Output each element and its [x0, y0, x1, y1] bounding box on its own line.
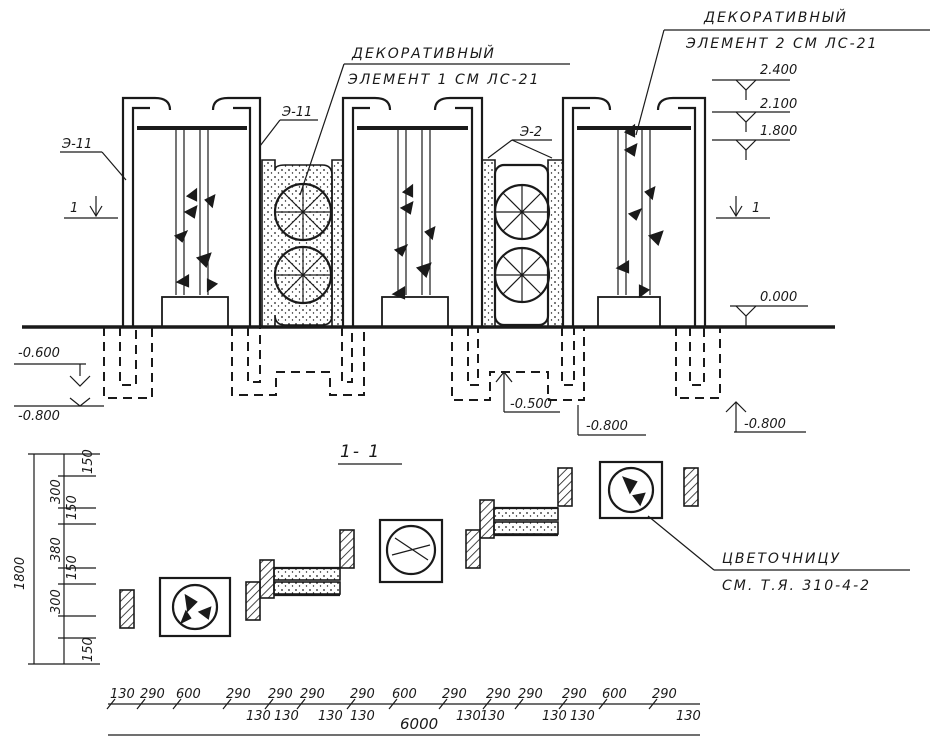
level-minus-0800-left: -0.800: [18, 409, 60, 424]
level-minus-0500: -0.500: [510, 397, 552, 412]
climbing-plants: [173, 123, 664, 300]
deco-element-1-title: ДЕКОРАТИВНЫЙ: [351, 44, 496, 62]
level-minus-0600: -0.600: [18, 346, 60, 361]
dim-total-height: 1800: [13, 557, 28, 590]
elevation-view: 2.400 2.100 1.800 0.000 -0.600 -0.800 -: [14, 8, 930, 436]
dim-h-380: 380: [49, 537, 64, 562]
dim-bot-0: 130: [246, 709, 271, 724]
dim-top-6: 290: [350, 687, 375, 702]
dim-top-1: 290: [140, 687, 165, 702]
dim-bot-2: 130: [318, 709, 343, 724]
dim-h-300-bot: 300: [49, 589, 64, 614]
pergola-frame-2: [341, 96, 484, 328]
level-0000: 0.000: [760, 290, 797, 305]
dim-top-13: 290: [652, 687, 677, 702]
dim-h-150-b: 150: [65, 555, 80, 580]
section-mark-right: 1: [752, 201, 760, 216]
level-marks: 2.400 2.100 1.800 0.000 -0.600 -0.800 -: [14, 63, 808, 436]
level-2100: 2.100: [760, 97, 797, 112]
dim-total-width: 6000: [400, 715, 438, 733]
dim-h-300-top: 300: [49, 479, 64, 504]
dim-h-150-a: 150: [65, 495, 80, 520]
dim-bot-1: 130: [274, 709, 299, 724]
dim-bot-6: 130: [542, 709, 567, 724]
level-minus-0800-mid: -0.800: [586, 419, 628, 434]
dim-top-8: 290: [442, 687, 467, 702]
decorative-element-1: [261, 159, 344, 328]
dim-top-12: 600: [602, 687, 627, 702]
decorative-element-2: [481, 159, 564, 328]
dim-bot-8: 130: [676, 709, 701, 724]
dim-bot-7: 130: [570, 709, 595, 724]
dim-bot-3: 130: [350, 709, 375, 724]
flowerpot-title: ЦВЕТОЧНИЦУ: [722, 551, 841, 567]
dim-h-150-top: 150: [81, 449, 96, 474]
dim-top-2: 600: [176, 687, 201, 702]
vertical-dimension-chain: 1800 150 300 150 380 150 300 150: [13, 449, 100, 665]
level-1800: 1.800: [760, 124, 797, 139]
label-e11-left: Э-11: [61, 137, 92, 152]
dim-top-9: 290: [486, 687, 511, 702]
plan-panels: [273, 506, 559, 597]
pergola-frame-3: [561, 96, 707, 328]
dim-top-10: 290: [518, 687, 543, 702]
dim-bot-4: 130: [456, 709, 481, 724]
label-e2: Э-2: [519, 125, 542, 140]
element-labels: ДЕКОРАТИВНЫЙ ЭЛЕМЕНТ 1 СМ ЛС-21 ДЕКОРАТИ…: [60, 8, 930, 196]
flowerpot-ref: СМ. Т.Я. 310-4-2: [722, 578, 871, 594]
dim-bot-5: 130: [480, 709, 505, 724]
deco-element-2-ref: ЭЛЕМЕНТ 2 СМ ЛС-21: [685, 36, 878, 52]
level-minus-0800-right: -0.800: [744, 417, 786, 432]
plan-flowerpots: [158, 460, 664, 638]
section-1-1-plan: 1- 1: [13, 442, 910, 736]
section-mark-left: 1: [70, 201, 78, 216]
label-e11-mid: Э-11: [281, 105, 312, 120]
flowerpot-callout: ЦВЕТОЧНИЦУ СМ. Т.Я. 310-4-2: [647, 515, 910, 594]
deco-element-2-title: ДЕКОРАТИВНЫЙ: [703, 8, 848, 26]
dim-top-7: 600: [392, 687, 417, 702]
level-2400: 2.400: [760, 63, 797, 78]
dim-top-4: 290: [268, 687, 293, 702]
plan-posts: [119, 467, 699, 629]
dim-h-150-bot: 150: [81, 637, 96, 662]
section-cut-marks: 1 1: [64, 196, 770, 219]
dim-top-0: 130: [110, 687, 135, 702]
deco-element-1-ref: ЭЛЕМЕНТ 1 СМ ЛС-21: [347, 72, 540, 88]
dim-top-5: 290: [300, 687, 325, 702]
pergola-frame-1: [121, 96, 262, 328]
dim-top-11: 290: [562, 687, 587, 702]
section-title: 1- 1: [340, 442, 381, 462]
foundations: [103, 327, 721, 401]
dim-top-3: 290: [226, 687, 251, 702]
